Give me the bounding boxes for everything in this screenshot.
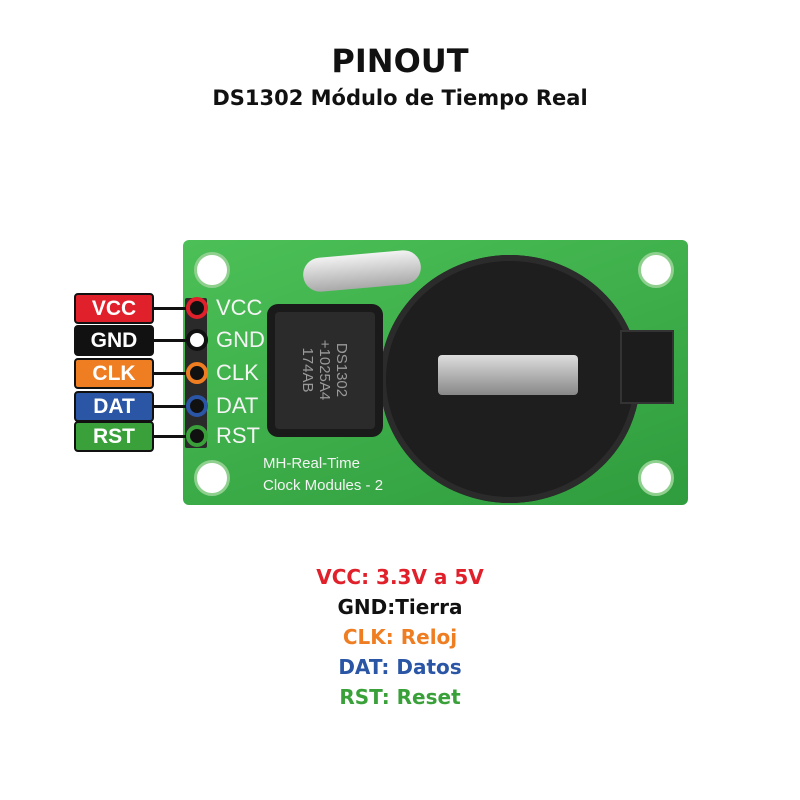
- pin-label-vcc: VCC: [74, 293, 154, 324]
- chip-marking: 174AB: [299, 347, 317, 393]
- pin-silk-label: GND: [216, 327, 265, 352]
- legend-item: RST: Reset: [339, 685, 461, 709]
- pin-silk-label: CLK: [216, 360, 259, 385]
- crystal: [301, 248, 423, 294]
- mounting-hole: [194, 460, 230, 496]
- pin-label-rst: RST: [74, 421, 154, 452]
- chip-marking: +1025A4: [316, 339, 334, 401]
- legend-item: DAT: Datos: [338, 655, 462, 679]
- pin-dat: [186, 395, 208, 417]
- silk-line: MH-Real-Time: [263, 455, 360, 472]
- chip-marking: DS1302: [333, 342, 351, 398]
- chip: DS1302 +1025A4 174AB: [275, 312, 375, 429]
- pin-silk-label: VCC: [216, 295, 263, 320]
- pcb-board: DS1302 +1025A4 174AB MH-Real-Time Clock …: [183, 240, 688, 505]
- mounting-hole: [194, 252, 230, 288]
- page-subtitle: DS1302 Módulo de Tiempo Real: [212, 86, 588, 110]
- battery-clip: [620, 330, 674, 404]
- pin-clk: [186, 362, 208, 384]
- pin-wire: [152, 339, 190, 342]
- legend-item: CLK: Reloj: [342, 625, 458, 649]
- pin-wire: [152, 372, 190, 375]
- mounting-hole: [638, 252, 674, 288]
- battery-contact: [438, 355, 578, 395]
- pin-wire: [152, 405, 190, 408]
- pin-wire: [152, 435, 190, 438]
- page-title: PINOUT: [331, 42, 469, 80]
- pin-silk-label: RST: [216, 423, 260, 448]
- pin-wire: [152, 307, 190, 310]
- pin-label-gnd: GND: [74, 325, 154, 356]
- pin-label-clk: CLK: [74, 358, 154, 389]
- pin-label-dat: DAT: [74, 391, 154, 422]
- legend-item: VCC: 3.3V a 5V: [316, 565, 484, 589]
- legend-item: GND:Tierra: [337, 595, 463, 619]
- pin-vcc: [186, 297, 208, 319]
- pin-gnd: [186, 329, 208, 351]
- pin-silk-label: DAT: [216, 393, 259, 418]
- pin-rst: [186, 425, 208, 447]
- silk-line: Clock Modules - 2: [263, 477, 384, 494]
- mounting-hole: [638, 460, 674, 496]
- board-silkscreen: MH-Real-Time Clock Modules - 2: [263, 453, 383, 497]
